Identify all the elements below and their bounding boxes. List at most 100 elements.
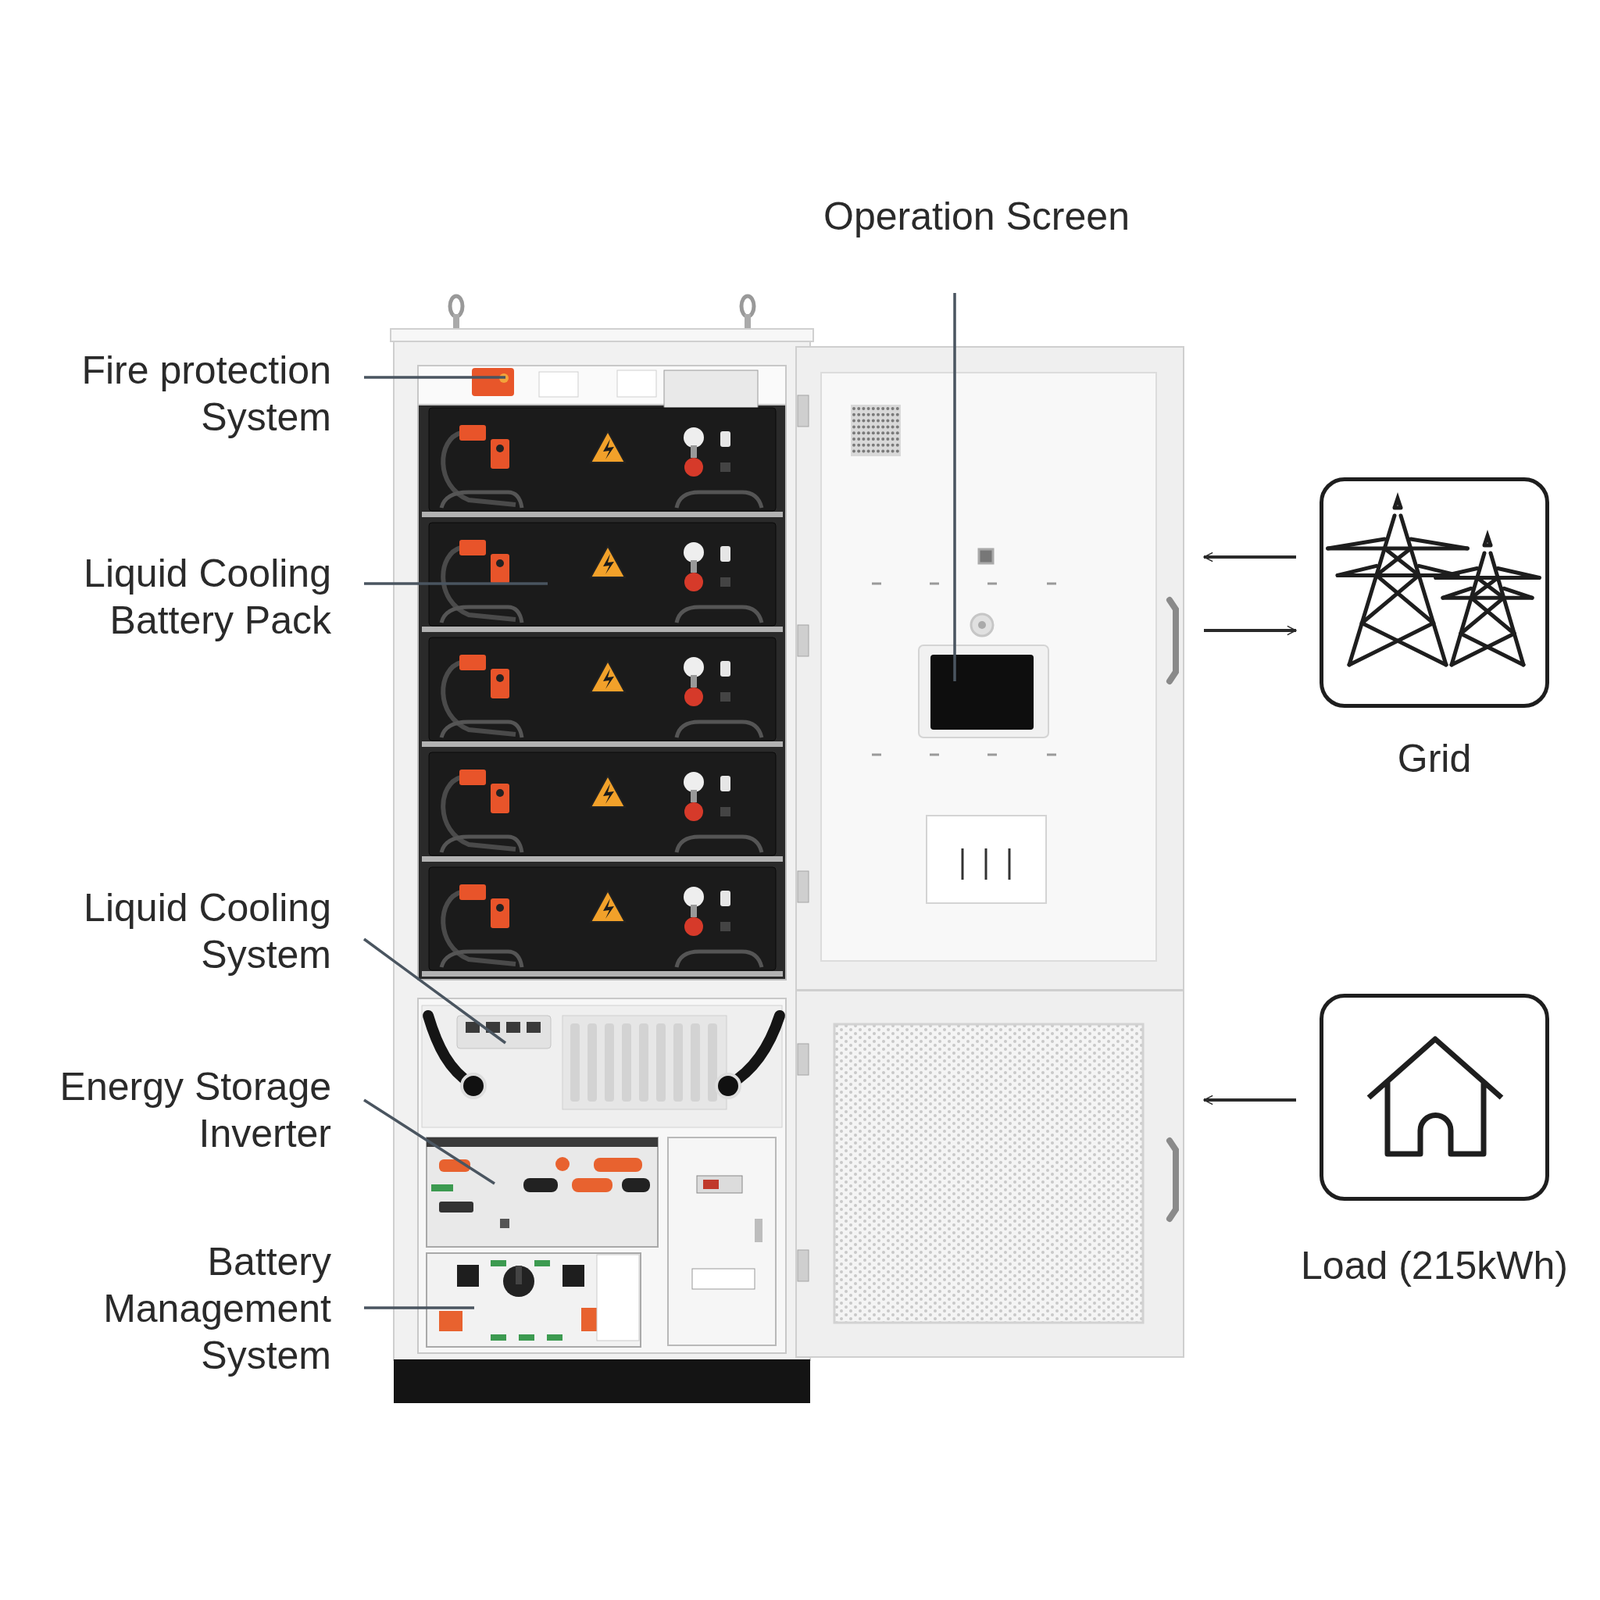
warning-bolt [603, 898, 615, 919]
module-knob [683, 886, 704, 908]
vent-hole [876, 443, 880, 447]
vent-hole [871, 437, 875, 441]
pylon-strut [1349, 623, 1434, 665]
vent-hole [891, 407, 895, 411]
pylon-strut [1435, 575, 1540, 580]
vent-hole [885, 419, 890, 423]
bms-led [518, 1334, 535, 1341]
endpoint-label: Grid [1245, 735, 1600, 783]
module-port [720, 921, 731, 932]
module-knob-stem [690, 445, 697, 458]
vent-hole [857, 413, 861, 417]
module-handle [676, 951, 762, 968]
pylon-strut [1328, 546, 1468, 551]
vent-hole [861, 413, 865, 417]
bms-led [490, 1260, 507, 1267]
door-handle [1169, 1140, 1176, 1219]
vent-hole [885, 407, 890, 411]
vent-hole [871, 425, 875, 429]
module-port [720, 692, 731, 702]
vent-hole [867, 419, 871, 423]
mount-mark [929, 753, 940, 757]
pylon-tip [1484, 535, 1491, 546]
vent-hole [857, 419, 861, 423]
sensor-box [539, 371, 579, 397]
vent-hole [896, 425, 900, 429]
module-port [720, 807, 731, 817]
mount-mark [987, 753, 997, 757]
door-hinges [797, 395, 809, 1282]
module-breaker [684, 572, 704, 592]
pylon-strut [1451, 633, 1515, 665]
bms-switch [503, 1265, 535, 1297]
module-port [720, 775, 731, 792]
vent-hole [891, 419, 895, 423]
cabinet-body [393, 328, 811, 1361]
door-hinge [797, 625, 809, 657]
module-terminal-bolt [496, 444, 504, 453]
part-label: Liquid Cooling Battery Pack [18, 550, 332, 644]
pylon-strut [1376, 548, 1411, 575]
module-terminal-bolt [496, 559, 504, 568]
bms-connector [562, 1264, 585, 1287]
vent-hole [896, 419, 900, 423]
module-terminal-bolt [496, 789, 504, 797]
inverter-top-strip [426, 1137, 658, 1147]
screen-bezel [918, 645, 1049, 738]
lower-door [796, 990, 1184, 1358]
warning-bolt [603, 668, 615, 690]
vent-hole [885, 425, 890, 429]
pocket-mark [985, 848, 988, 880]
pylon-strut [1497, 567, 1540, 578]
flow-arrows [1203, 557, 1297, 1100]
bms-led [534, 1260, 550, 1267]
module-handle [676, 492, 762, 508]
vent-hole [871, 431, 875, 435]
module-rail [421, 511, 783, 518]
module-terminal-bolt [496, 903, 504, 912]
vent-hole [891, 425, 895, 429]
module-port [720, 462, 731, 472]
pylon-strut [1400, 515, 1447, 665]
part-label: Battery Management System [18, 1238, 332, 1379]
pylon-strut [1442, 588, 1472, 598]
leader-line [364, 939, 506, 1043]
lower-bay [417, 998, 786, 1354]
module-handle [441, 836, 522, 853]
cooling-port [526, 1021, 541, 1033]
vent-hole [885, 437, 890, 441]
vent-hole [891, 437, 895, 441]
liquid-cooling-unit [421, 1005, 783, 1128]
coolant-hose [729, 1015, 780, 1085]
module-rail [421, 741, 783, 747]
inverter-terminal [593, 1157, 643, 1172]
cabinet-base [393, 1359, 811, 1404]
battery-module [421, 867, 783, 977]
module-knob-stem [690, 675, 697, 688]
module-handle [441, 951, 522, 968]
module-terminal [459, 425, 486, 441]
module-case [428, 752, 776, 856]
warning-bolt [603, 783, 615, 804]
pylon-strut [1376, 575, 1434, 623]
module-terminal [459, 654, 486, 671]
door-hinge [797, 395, 809, 427]
control-display-led [703, 1179, 719, 1190]
vent-hole [876, 425, 880, 429]
module-case [428, 522, 776, 626]
air-filter-mesh [834, 1024, 1143, 1323]
vent-hole [852, 425, 856, 429]
lifting-eye-stem [744, 314, 751, 330]
vent-hole [867, 407, 871, 411]
vent-hole [881, 450, 885, 454]
module-handle [441, 607, 522, 623]
pylon-strut [1349, 515, 1395, 665]
vent-hole [861, 407, 865, 411]
grille-slot [673, 1023, 683, 1102]
leader-line [364, 1306, 475, 1310]
vent-hole [867, 443, 871, 447]
warning-triangle [590, 775, 625, 808]
inverter-port [439, 1201, 474, 1213]
coolant-hose [428, 1015, 472, 1085]
module-handle [441, 492, 522, 508]
